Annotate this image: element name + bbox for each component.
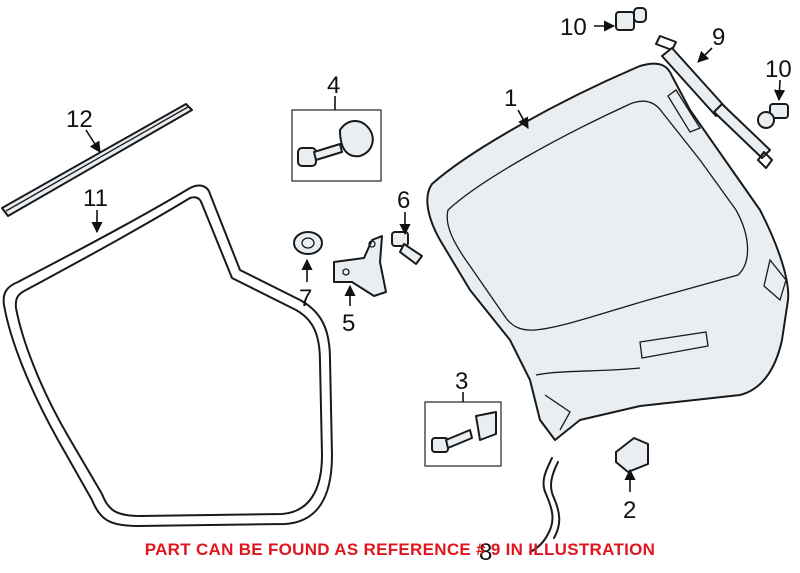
bumper-part xyxy=(424,401,502,467)
bolt-part xyxy=(391,231,423,265)
callout-10-top: 10 xyxy=(560,14,587,41)
liftgate-part xyxy=(426,62,790,441)
callout-6: 6 xyxy=(397,187,410,214)
callout-10-right: 10 xyxy=(765,56,792,83)
stop-part xyxy=(615,437,649,473)
gas-strut-part xyxy=(655,35,773,169)
callout-11: 11 xyxy=(83,185,108,212)
callout-4: 4 xyxy=(327,72,340,99)
callout-12: 12 xyxy=(66,106,93,133)
ball-stud-right-part xyxy=(757,103,789,129)
ball-stud-top-part xyxy=(615,7,647,31)
molding-strip-part xyxy=(1,103,193,217)
callout-7: 7 xyxy=(299,285,312,312)
callout-1: 1 xyxy=(504,85,517,112)
callout-9: 9 xyxy=(712,24,725,51)
callout-3: 3 xyxy=(455,368,468,395)
hinge-part xyxy=(333,235,387,297)
hinge-bolt-part xyxy=(291,109,382,182)
cable-part xyxy=(529,457,561,553)
grommet-part xyxy=(293,231,323,255)
leader-lines xyxy=(85,20,786,492)
reference-notice: PART CAN BE FOUND AS REFERENCE # 9 IN IL… xyxy=(144,540,656,559)
callout-5: 5 xyxy=(342,310,355,337)
callout-8: 8 xyxy=(479,539,492,566)
weatherstrip-part xyxy=(2,184,333,527)
callout-2: 2 xyxy=(623,497,636,524)
